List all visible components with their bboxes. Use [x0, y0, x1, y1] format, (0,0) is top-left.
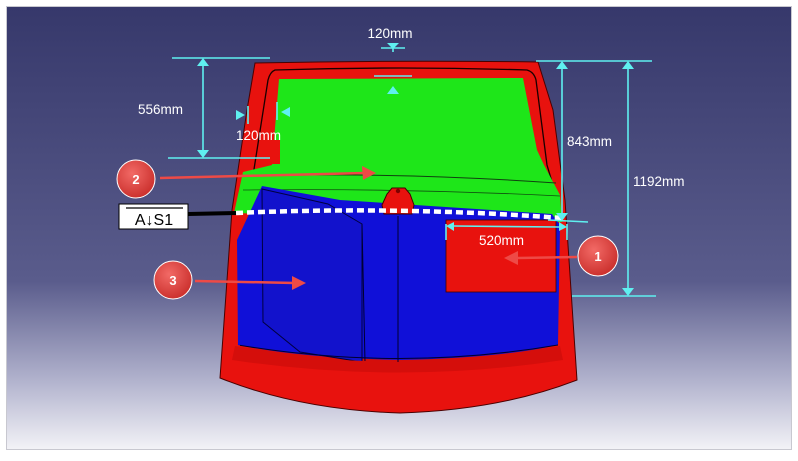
region-1-panel	[445, 219, 557, 293]
section-label-box: A↓S1	[118, 203, 189, 230]
lower-panel-bottom-curve	[237, 344, 559, 359]
dim-panel-width: 520mm	[479, 233, 524, 248]
glass-notch	[268, 140, 280, 164]
lower-panel-seam-left	[361, 223, 366, 362]
dimension-arrowheads	[197, 43, 634, 296]
callout-2: 2	[116, 159, 156, 199]
dim-left-height: 556mm	[138, 102, 183, 117]
callout-1: 1	[577, 235, 619, 277]
viewport-border	[6, 6, 792, 450]
section-label-text: A↓S1	[135, 212, 173, 229]
callout-3: 3	[153, 260, 193, 300]
dim-side-width: 120mm	[236, 128, 281, 143]
dim-top-width: 120mm	[367, 26, 412, 41]
brake-light	[381, 187, 415, 215]
svg-text:2: 2	[132, 172, 139, 187]
dimension-lines	[168, 47, 656, 297]
svg-text:3: 3	[169, 273, 176, 288]
window-frame	[251, 67, 556, 193]
brake-light-dot	[395, 188, 401, 194]
callout-arrowheads	[292, 166, 518, 290]
glass-panel	[234, 78, 562, 222]
dim-right-outer-height: 1192mm	[633, 174, 685, 189]
callout-arrows	[159, 171, 578, 285]
svg-text:1: 1	[594, 249, 601, 264]
dim-right-inner-height: 843mm	[567, 134, 612, 149]
lower-panel-inner-bay	[261, 188, 363, 362]
section-label-leader	[187, 211, 237, 216]
